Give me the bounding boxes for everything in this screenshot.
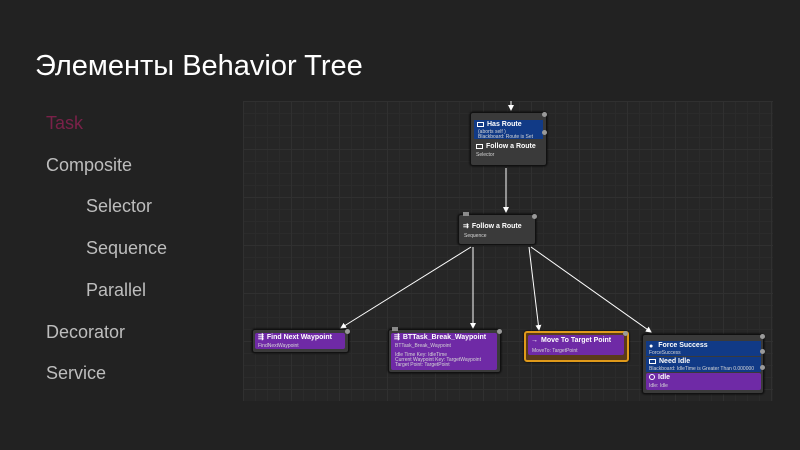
task-body[interactable]: ⇶Find Next Waypoint FindNextWaypoint: [255, 333, 345, 349]
task-param-current-waypoint: Current Waypoint Key: TargetWaypoint: [395, 357, 481, 363]
node-subtitle: FindNextWaypoint: [258, 343, 299, 349]
decorator-condition-text: Blackboard: Route is Set: [478, 134, 534, 140]
node-title: Follow a Route: [486, 143, 536, 150]
wire-sequence-to-find: [340, 246, 472, 329]
bullet-task: Task: [46, 113, 84, 133]
task-icon: ⇶: [394, 333, 400, 341]
decorator-title: Need Idle: [659, 358, 691, 365]
move-to-target-node[interactable]: →Move To Target Point MoveTo: TargetPoin…: [524, 331, 629, 362]
bullet-sequence: Sequence: [86, 238, 168, 258]
sequence-icon: ⇉: [463, 222, 469, 230]
node-title: Idle: [658, 374, 671, 381]
node-pin[interactable]: [623, 331, 628, 336]
node-title: BTTask_Break_Waypoint: [402, 334, 487, 341]
node-index-pin: [463, 212, 469, 216]
task-body[interactable]: →Move To Target Point MoveTo: TargetPoin…: [528, 335, 624, 355]
force-success-decorator[interactable]: ● Force Success ForceSuccess: [646, 341, 761, 356]
has-route-decorator[interactable]: Has Route (aborts self ) Blackboard: Rou…: [474, 120, 543, 140]
decorator-abort-text: (aborts self ): [478, 129, 506, 135]
node-subtitle: Idle: Idle: [649, 383, 668, 389]
node-subtitle: BTTask_Break_Waypoint: [395, 343, 451, 349]
decorator-condition-text: Blackboard: IdleTime is Greater Than 0.0…: [649, 366, 755, 372]
bullet-selector: Selector: [86, 196, 153, 216]
node-pin[interactable]: [542, 130, 547, 135]
node-subtitle: MoveTo: TargetPoint: [532, 348, 578, 354]
break-waypoint-node[interactable]: ⇶BTTask_Break_Waypoint BTTask_Break_Wayp…: [388, 327, 502, 373]
node-pin[interactable]: [760, 349, 765, 354]
node-pin[interactable]: [497, 329, 502, 334]
node-pin[interactable]: [542, 112, 547, 117]
slide-title: Элементы Behavior Tree: [35, 50, 363, 82]
wire-sequence-to-move: [528, 246, 542, 331]
node-pin[interactable]: [760, 334, 765, 339]
blackboard-icon: [477, 121, 484, 127]
task-param-target-point: Target Point: TargetPoint: [395, 362, 450, 368]
wire-sequence-to-idle: [530, 246, 652, 333]
force-success-icon: ●: [649, 342, 654, 350]
task-body[interactable]: Idle Idle: Idle: [646, 373, 761, 390]
node-index-pin: [392, 327, 398, 331]
task-icon: ⇶: [258, 333, 264, 341]
bullet-parallel: Parallel: [86, 280, 147, 300]
node-title: Follow a Route: [471, 223, 522, 230]
root-selector-node[interactable]: Has Route (aborts self ) Blackboard: Rou…: [470, 112, 547, 166]
need-idle-decorator[interactable]: Need Idle Blackboard: IdleTime is Greate…: [646, 357, 761, 372]
selector-icon: [476, 143, 483, 149]
task-body[interactable]: ⇶BTTask_Break_Waypoint BTTask_Break_Wayp…: [391, 333, 497, 370]
bullet-composite: Composite: [46, 155, 133, 175]
idle-icon: [649, 374, 655, 381]
graph-wires: [340, 101, 652, 333]
move-to-icon: →: [531, 336, 538, 344]
bullet-service: Service: [46, 363, 107, 383]
node-subtitle: Selector: [476, 152, 495, 158]
node-pin[interactable]: [532, 214, 537, 219]
decorator-subtitle: ForceSuccess: [649, 350, 681, 356]
node-pin[interactable]: [345, 329, 350, 334]
behavior-tree-graph[interactable]: Has Route (aborts self ) Blackboard: Rou…: [243, 101, 773, 401]
blackboard-icon: [649, 358, 656, 364]
idle-task-node[interactable]: ● Force Success ForceSuccess Need Idle B…: [642, 334, 765, 394]
decorator-title: Force Success: [658, 342, 708, 349]
node-subtitle: Sequence: [464, 233, 487, 239]
find-next-waypoint-node[interactable]: ⇶Find Next Waypoint FindNextWaypoint: [252, 329, 350, 353]
decorator-title: Has Route: [487, 121, 522, 128]
bullet-decorator: Decorator: [46, 322, 126, 342]
node-title: Find Next Waypoint: [266, 334, 332, 341]
sequence-node[interactable]: ⇉Follow a Route Sequence: [458, 212, 537, 245]
node-title: Move To Target Point: [541, 337, 612, 344]
task-param-idle-time: Idle Time Key: IdleTime: [395, 352, 448, 358]
node-pin[interactable]: [760, 365, 765, 370]
